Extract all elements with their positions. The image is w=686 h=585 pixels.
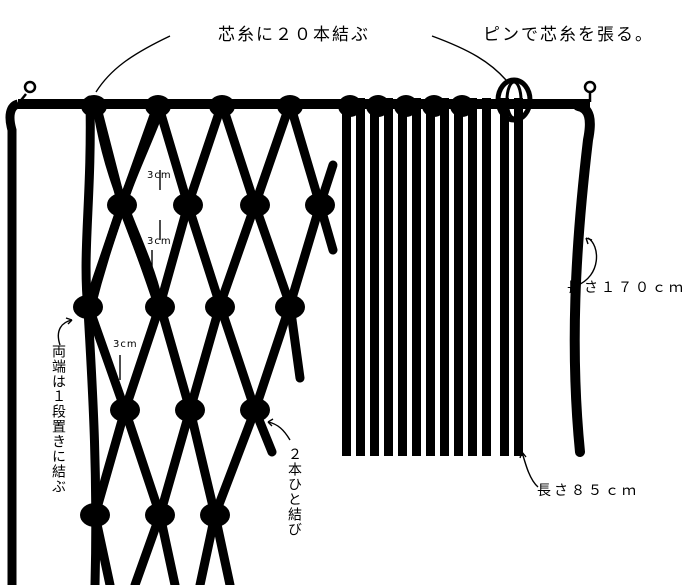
hanging-cords [342, 98, 523, 456]
core-rod [5, 80, 597, 585]
label-length-170: 長さ１７０ｃｍ [567, 280, 686, 296]
pin-icon [23, 80, 37, 94]
label-length-85: 長さ８５ｃｍ [537, 483, 639, 499]
leader-lines [57, 35, 598, 488]
label-pin: ピンで芯糸を張る。 [483, 25, 654, 45]
label-gap-1: 3cm [147, 170, 172, 181]
pin-icon [583, 80, 597, 94]
label-two-knot: ２本ひと結び [286, 447, 302, 537]
square-knots [73, 193, 335, 527]
pin-ring [495, 77, 533, 123]
label-gap-3: 3cm [113, 339, 138, 350]
label-edges: 両端は１段置きに結ぶ [50, 344, 66, 494]
label-core-tie: 芯糸に２０本結ぶ [218, 25, 370, 45]
label-gap-2: 3cm [147, 236, 172, 247]
